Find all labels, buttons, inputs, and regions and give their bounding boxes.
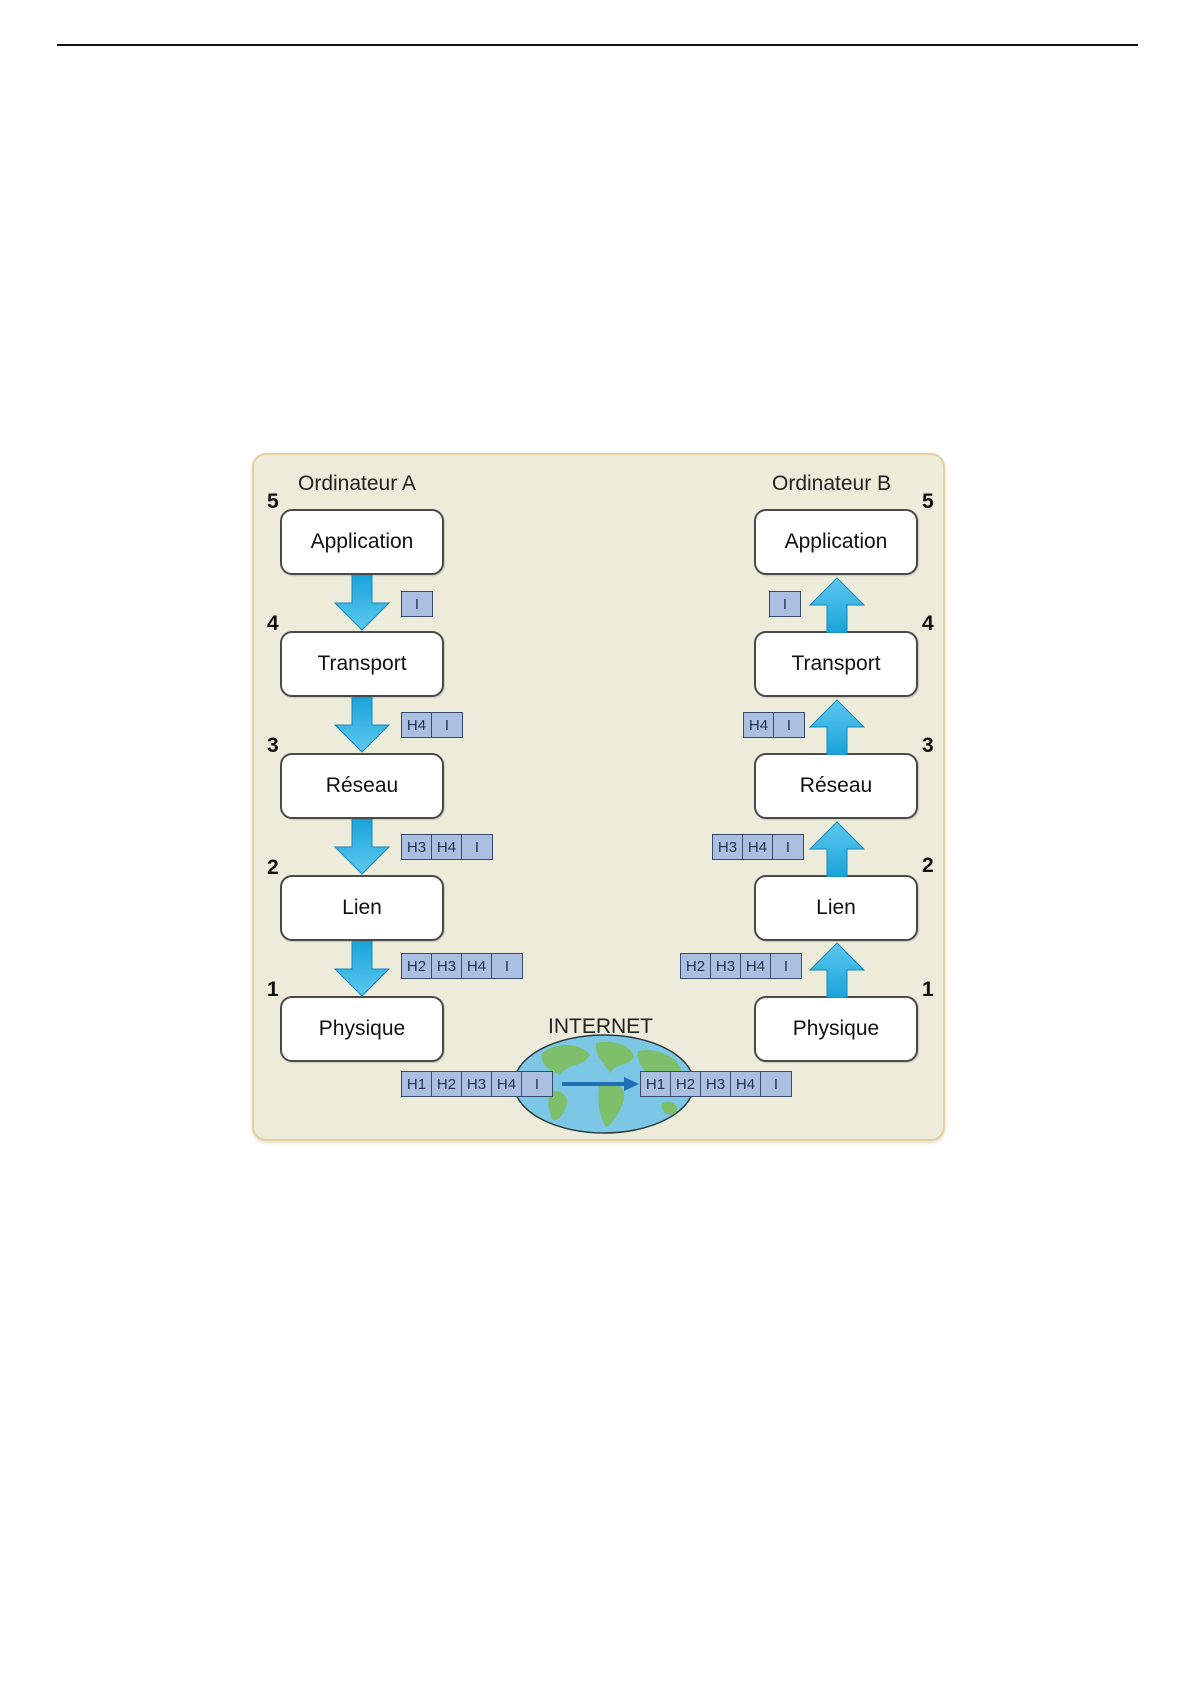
packet-cell: H1 bbox=[641, 1072, 671, 1096]
down-arrow-icon bbox=[333, 697, 391, 753]
layer-box-b-application: Application bbox=[754, 509, 918, 575]
packet-cell: I bbox=[414, 595, 420, 613]
packet-cell: H4 bbox=[402, 713, 432, 737]
up-arrow-icon bbox=[808, 577, 866, 633]
layer-number-b-3: 3 bbox=[922, 734, 934, 757]
packet-cell: H4 bbox=[462, 954, 492, 978]
packet-b-physical: H1 H2 H3 H4 I bbox=[640, 1071, 792, 1097]
packet-cell: H4 bbox=[741, 954, 771, 978]
packet-cell: I bbox=[783, 957, 789, 975]
layer-box-b-reseau: Réseau bbox=[754, 753, 918, 819]
packet-b-lien: H2 H3 H4 I bbox=[680, 953, 802, 979]
internet-label: INTERNET bbox=[548, 1015, 653, 1038]
down-arrow-icon bbox=[333, 575, 391, 631]
packet-cell: H2 bbox=[432, 1072, 462, 1096]
up-arrow-icon bbox=[808, 821, 866, 877]
packet-cell: H3 bbox=[711, 954, 741, 978]
layer-number-b-2: 2 bbox=[922, 854, 934, 877]
layer-label: Physique bbox=[318, 1017, 406, 1040]
packet-cell: I bbox=[534, 1075, 540, 1093]
packet-a-lien: H2 H3 H4 I bbox=[401, 953, 523, 979]
header-rule bbox=[57, 44, 1138, 46]
packet-cell: H4 bbox=[432, 835, 462, 859]
layer-number-b-4: 4 bbox=[922, 612, 934, 635]
packet-a-transport: H4 I bbox=[401, 712, 463, 738]
packet-cell: H4 bbox=[492, 1072, 522, 1096]
packet-cell: H3 bbox=[402, 835, 432, 859]
packet-cell: I bbox=[785, 838, 791, 856]
down-arrow-icon bbox=[333, 819, 391, 875]
layer-box-b-lien: Lien bbox=[754, 875, 918, 941]
packet-cell: I bbox=[786, 716, 792, 734]
up-arrow-icon bbox=[808, 942, 866, 998]
layer-box-b-physique: Physique bbox=[754, 996, 918, 1062]
layer-number-a-3: 3 bbox=[267, 734, 279, 757]
layer-label: Lien bbox=[816, 896, 856, 919]
packet-cell: H3 bbox=[701, 1072, 731, 1096]
layer-box-a-application: Application bbox=[280, 509, 444, 575]
down-arrow-icon bbox=[333, 941, 391, 997]
packet-cell: H2 bbox=[671, 1072, 701, 1096]
packet-cell: I bbox=[474, 838, 480, 856]
layer-label: Physique bbox=[792, 1017, 880, 1040]
layer-label: Réseau bbox=[325, 774, 399, 797]
packet-a-reseau: H3 H4 I bbox=[401, 834, 493, 860]
layer-label: Lien bbox=[342, 896, 382, 919]
packet-cell: I bbox=[444, 716, 450, 734]
packet-a-application: I bbox=[401, 591, 433, 617]
packet-cell: I bbox=[782, 595, 788, 613]
packet-cell: H2 bbox=[402, 954, 432, 978]
packet-cell: H2 bbox=[681, 954, 711, 978]
packet-cell: I bbox=[504, 957, 510, 975]
layer-number-b-1: 1 bbox=[922, 978, 934, 1001]
packet-cell: H3 bbox=[432, 954, 462, 978]
packet-b-application: I bbox=[769, 591, 801, 617]
transfer-arrow-icon bbox=[562, 1077, 639, 1091]
computer-b-title: Ordinateur B bbox=[772, 472, 892, 495]
layer-label: Réseau bbox=[799, 774, 873, 797]
layer-number-b-5: 5 bbox=[922, 490, 934, 513]
packet-cell: H1 bbox=[402, 1072, 432, 1096]
packet-cell: H3 bbox=[462, 1072, 492, 1096]
layer-box-a-transport: Transport bbox=[280, 631, 444, 697]
layer-number-a-5: 5 bbox=[267, 490, 279, 513]
layer-label: Transport bbox=[317, 652, 407, 675]
packet-cell: H3 bbox=[713, 835, 743, 859]
packet-cell: H4 bbox=[743, 835, 773, 859]
computer-a-title: Ordinateur A bbox=[298, 472, 416, 495]
up-arrow-icon bbox=[808, 699, 866, 755]
packet-a-physical: H1 H2 H3 H4 I bbox=[401, 1071, 553, 1097]
packet-cell: H4 bbox=[731, 1072, 761, 1096]
layer-box-a-lien: Lien bbox=[280, 875, 444, 941]
layer-label: Application bbox=[310, 530, 414, 553]
layer-box-a-reseau: Réseau bbox=[280, 753, 444, 819]
layer-box-a-physique: Physique bbox=[280, 996, 444, 1062]
packet-b-reseau: H3 H4 I bbox=[712, 834, 804, 860]
packet-cell: I bbox=[773, 1075, 779, 1093]
packet-b-transport: H4 I bbox=[743, 712, 805, 738]
layer-box-b-transport: Transport bbox=[754, 631, 918, 697]
layer-number-a-4: 4 bbox=[267, 612, 279, 635]
layer-label: Transport bbox=[791, 652, 881, 675]
layer-number-a-1: 1 bbox=[267, 978, 279, 1001]
layer-number-a-2: 2 bbox=[267, 856, 279, 879]
layer-label: Application bbox=[784, 530, 888, 553]
packet-cell: H4 bbox=[744, 713, 774, 737]
